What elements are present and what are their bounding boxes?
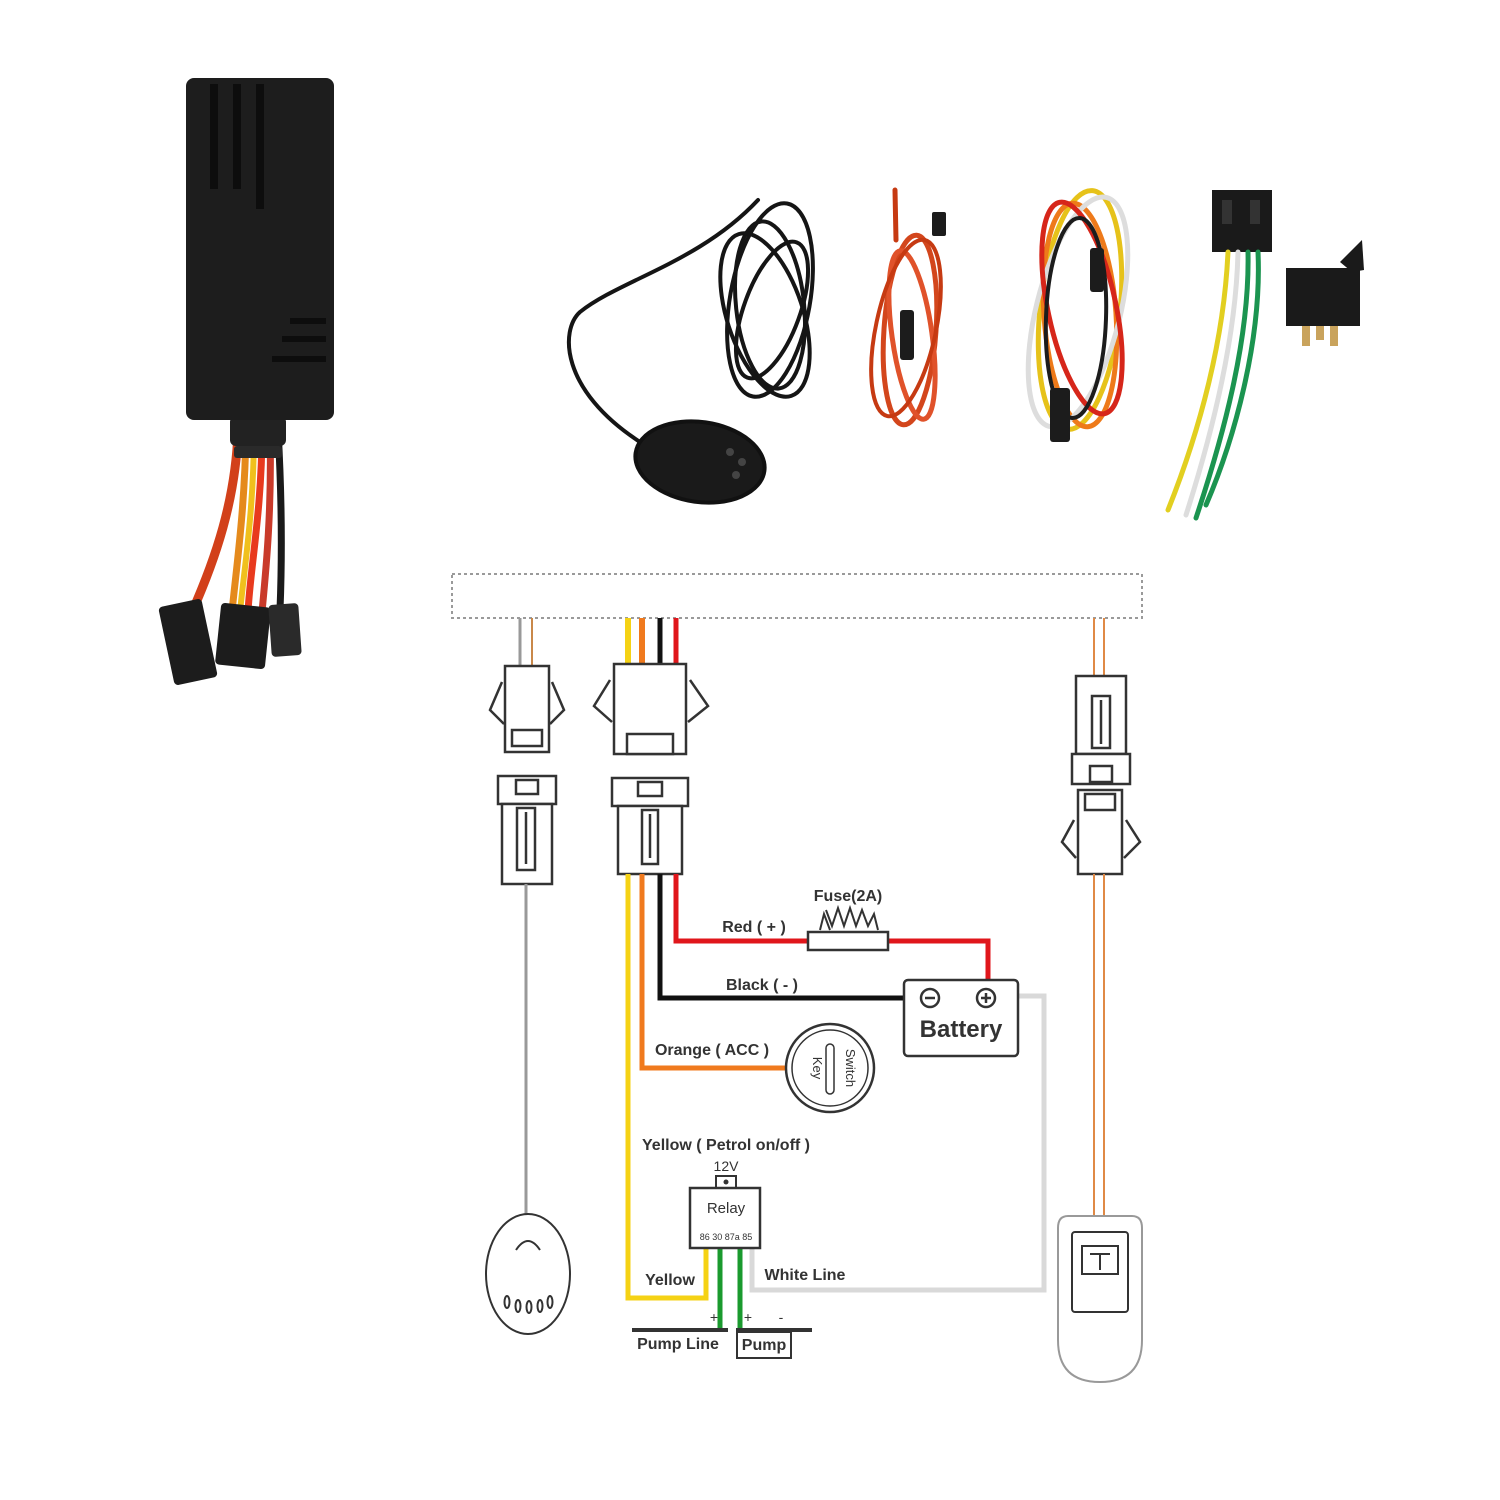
key-switch-label-top: Switch xyxy=(843,1049,858,1087)
main-harness xyxy=(1025,188,1131,442)
device-connector-1 xyxy=(158,599,218,685)
device-connector-2 xyxy=(215,602,271,670)
pump-plus: + xyxy=(744,1309,752,1325)
mic-connector xyxy=(488,618,566,1214)
yellow-petrol-label: Yellow ( Petrol on/off ) xyxy=(642,1137,810,1154)
relay-pins-label: 86 30 87a 85 xyxy=(700,1232,753,1242)
red-wire-label: Red ( + ) xyxy=(722,919,786,936)
power-connector xyxy=(592,618,710,876)
pump-label: Pump xyxy=(742,1337,787,1354)
battery-icon xyxy=(902,978,1020,1058)
tracker-outline xyxy=(451,573,1143,619)
relay-diagram-icon xyxy=(688,1175,762,1250)
orange-wire-label: Orange ( ACC ) xyxy=(655,1042,769,1059)
black-wire-label: Black ( - ) xyxy=(726,977,798,994)
sos-connector xyxy=(1060,618,1142,1216)
battery-label: Battery xyxy=(920,1016,1003,1043)
gps-tracker-device xyxy=(158,78,334,685)
relay xyxy=(1286,240,1364,346)
power-wires xyxy=(625,874,1047,1330)
relay-socket xyxy=(1165,190,1272,521)
key-switch-label-bottom: Key xyxy=(810,1057,825,1080)
device-connector-3 xyxy=(268,603,302,657)
microphone-accessory xyxy=(566,198,815,505)
fuse-icon xyxy=(806,904,890,952)
power-cable xyxy=(869,187,946,428)
yellow-wire-label: Yellow xyxy=(645,1272,695,1289)
sos-button-icon xyxy=(1057,1215,1143,1384)
pump-minus: - xyxy=(779,1309,784,1325)
strain-relief xyxy=(230,416,286,446)
key-switch-icon xyxy=(784,1022,876,1114)
relay-voltage-label: 12V xyxy=(714,1158,740,1174)
relay-label: Relay xyxy=(707,1200,746,1217)
device-body xyxy=(186,78,334,420)
fuse-label: Fuse(2A) xyxy=(814,888,882,905)
microphone-icon xyxy=(485,1213,571,1335)
pump-line-plus: + xyxy=(710,1309,718,1325)
white-line-label: White Line xyxy=(765,1267,846,1284)
pump-line-label: Pump Line xyxy=(637,1336,719,1353)
pump-label-box xyxy=(736,1331,792,1359)
